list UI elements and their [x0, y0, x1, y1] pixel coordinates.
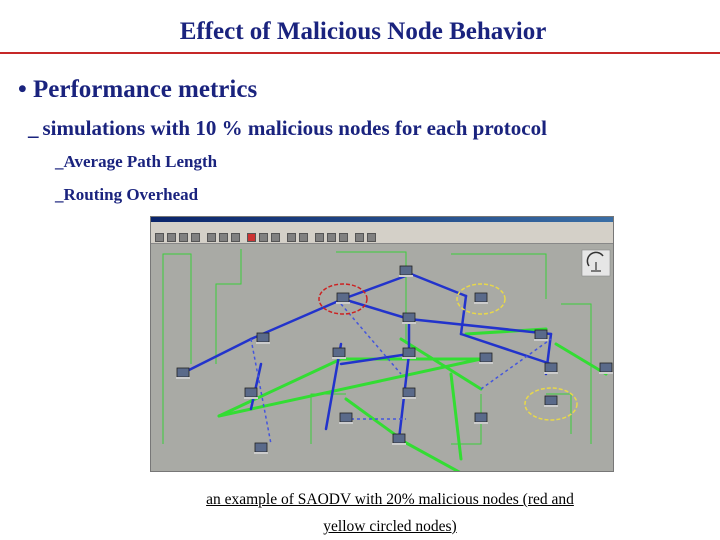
- toolbar-icon: [315, 233, 324, 242]
- route-link: [249, 362, 263, 411]
- route-link: [217, 357, 483, 418]
- title-divider: [0, 52, 720, 54]
- sim-menubar: [151, 222, 613, 230]
- route-link: [409, 272, 468, 298]
- boundary-line: [310, 393, 346, 444]
- route-link: [407, 317, 553, 336]
- caption-line-2: yellow circled nodes): [323, 518, 457, 535]
- toolbar-icon: [219, 233, 228, 242]
- blue-routes: [179, 272, 553, 441]
- computer-icon: [544, 395, 558, 407]
- toolbar-icon: [207, 233, 216, 242]
- metric-label: Average Path Length: [63, 152, 218, 171]
- toolbar-icon: [339, 233, 348, 242]
- toolbar-icon: [299, 233, 308, 242]
- sub-bullet-simulations: _simulations with 10 % malicious nodes f…: [28, 116, 547, 141]
- computer-icon: [399, 265, 413, 277]
- figure-caption: an example of SAODV with 20% malicious n…: [160, 486, 620, 540]
- dash-marker: _: [55, 185, 64, 204]
- boundary-line: [451, 394, 482, 445]
- yellow-malicious-circle: [524, 387, 578, 421]
- toolbar-icon: [327, 233, 336, 242]
- computer-icon: [534, 329, 548, 341]
- computer-icon: [599, 362, 613, 374]
- satellite-dish-icon: [581, 249, 611, 277]
- toolbar-icon: [231, 233, 240, 242]
- route-link: [339, 352, 411, 366]
- dash-marker: _: [55, 152, 64, 171]
- metric-average-path-length: _Average Path Length: [55, 152, 217, 172]
- metric-routing-overhead: _Routing Overhead: [55, 185, 198, 205]
- bullet-performance-metrics: • Performance metrics: [18, 76, 258, 103]
- route-link: [341, 297, 411, 321]
- boundary-line: [215, 249, 242, 364]
- route-link: [464, 327, 548, 336]
- sim-toolbar: [151, 230, 613, 244]
- route-link: [554, 342, 608, 376]
- network-simulation-screenshot: [150, 216, 614, 472]
- route-link: [399, 337, 483, 391]
- slide-title: Effect of Malicious Node Behavior: [179, 18, 547, 45]
- network-topology-canvas: [162, 249, 613, 471]
- route-link: [397, 437, 461, 471]
- computer-icon: [336, 292, 350, 304]
- computer-icon: [474, 412, 488, 424]
- computer-icon: [544, 362, 558, 374]
- route-link: [480, 338, 552, 390]
- route-link: [459, 294, 468, 336]
- boundary-line: [162, 253, 192, 444]
- red-malicious-circle: [318, 283, 368, 315]
- dash-marker: _: [28, 116, 39, 140]
- computer-icon: [402, 347, 416, 359]
- computer-icon: [176, 367, 190, 379]
- boundary-line: [561, 303, 592, 444]
- route-link: [179, 337, 253, 376]
- route-link: [217, 357, 343, 418]
- sub-bullet-text: simulations with 10 % malicious nodes fo…: [42, 116, 547, 140]
- computer-icon: [474, 292, 488, 304]
- route-link: [449, 372, 463, 461]
- toolbar-icon: [367, 233, 376, 242]
- sim-titlebar: [151, 217, 613, 222]
- toolbar-icon: [191, 233, 200, 242]
- dashed-blue-routes: [250, 303, 552, 445]
- node-computer-icons: [176, 265, 613, 454]
- toolbar-icon: [355, 233, 364, 242]
- computer-icon: [402, 312, 416, 324]
- green-routes: [217, 327, 608, 471]
- computer-icon: [479, 352, 493, 364]
- route-link: [459, 332, 553, 366]
- toolbar-icon: [259, 233, 268, 242]
- computer-icon: [256, 332, 270, 344]
- toolbar-icon: [287, 233, 296, 242]
- computer-icon: [339, 412, 353, 424]
- computer-icon: [392, 433, 406, 445]
- computer-icon: [244, 387, 258, 399]
- toolbar-icon: [167, 233, 176, 242]
- yellow-malicious-circle: [456, 283, 506, 315]
- computer-icon: [402, 387, 416, 399]
- route-link: [341, 272, 413, 301]
- toolbar-icon: [155, 233, 164, 242]
- computer-icon: [332, 347, 346, 359]
- boundary-line: [451, 253, 547, 299]
- metric-label: Routing Overhead: [63, 185, 199, 204]
- computer-icon: [254, 442, 268, 454]
- record-icon: [247, 233, 256, 242]
- toolbar-icon: [271, 233, 280, 242]
- route-link: [344, 397, 403, 441]
- caption-line-1: an example of SAODV with 20% malicious n…: [206, 491, 574, 508]
- toolbar-icon: [179, 233, 188, 242]
- route-link: [249, 297, 345, 341]
